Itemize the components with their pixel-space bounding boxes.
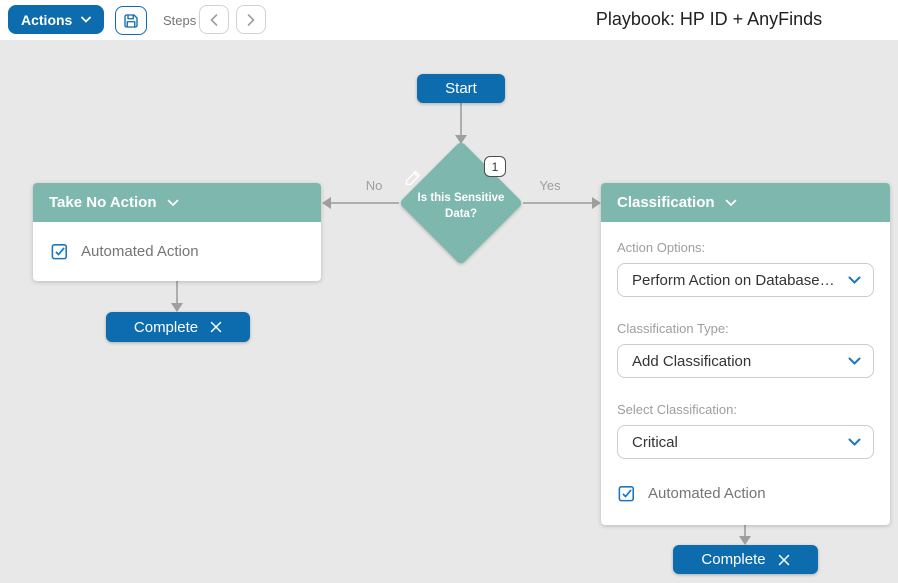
chevron-down-icon — [81, 16, 92, 23]
page-title: Playbook: HP ID + AnyFinds — [595, 9, 823, 29]
classification-body: Action Options: Perform Action on Databa… — [601, 222, 890, 525]
classification-card: Classification Action Options: Perform A… — [601, 183, 890, 525]
close-icon[interactable] — [778, 554, 790, 566]
checkbox-checked-icon — [617, 484, 636, 503]
close-icon[interactable] — [210, 321, 222, 333]
take-no-action-header[interactable]: Take No Action — [33, 183, 321, 222]
complete-label: Complete — [701, 551, 766, 568]
chevron-down-icon — [848, 276, 861, 285]
save-button[interactable] — [115, 6, 147, 35]
complete-label: Complete — [133, 318, 199, 336]
chevron-down-icon — [167, 199, 179, 207]
chevron-down-icon — [725, 199, 737, 207]
chevron-down-icon — [848, 357, 861, 366]
automated-action-label: Automated Action — [81, 243, 199, 260]
field-action-options: Action Options: Perform Action on Databa… — [617, 240, 874, 297]
flow-canvas: Start Is this Sensitive Data? 1 No Yes T… — [0, 40, 898, 583]
start-node[interactable]: Start — [417, 74, 505, 103]
classification-type-select[interactable]: Add Classification — [617, 344, 874, 378]
select-classification-value: Critical — [632, 433, 678, 451]
complete-button-no-branch[interactable]: Complete — [106, 312, 250, 342]
actions-button-label: Actions — [21, 11, 73, 28]
automated-action-checkbox[interactable]: Automated Action — [50, 242, 199, 261]
action-options-value: Perform Action on Database… — [632, 271, 835, 289]
automated-action-label-yes: Automated Action — [648, 484, 766, 502]
toolbar: Actions Steps Playbook: HP ID + AnyFinds — [0, 0, 898, 40]
chevron-left-icon — [210, 13, 218, 26]
steps-prev-button[interactable] — [199, 5, 229, 34]
save-icon — [122, 12, 140, 30]
field-select-classification: Select Classification: Critical — [617, 402, 874, 459]
select-classification-select[interactable]: Critical — [617, 425, 874, 459]
action-options-select[interactable]: Perform Action on Database… — [617, 263, 874, 297]
actions-button[interactable]: Actions — [8, 5, 105, 34]
complete-button-yes-branch[interactable]: Complete — [673, 545, 818, 574]
chevron-down-icon — [848, 438, 861, 447]
field-classification-type: Classification Type: Add Classification — [617, 321, 874, 378]
take-no-action-body: Automated Action — [33, 222, 321, 281]
classification-type-value: Add Classification — [632, 352, 752, 370]
classification-header[interactable]: Classification — [601, 183, 890, 222]
chevron-right-icon — [247, 13, 255, 26]
select-classification-label: Select Classification: — [617, 402, 737, 417]
automated-action-checkbox-yes[interactable]: Automated Action — [617, 483, 874, 503]
steps-next-button[interactable] — [236, 5, 266, 34]
action-options-label: Action Options: — [617, 240, 706, 255]
classification-title: Classification — [617, 194, 715, 211]
take-no-action-title: Take No Action — [49, 194, 157, 211]
step-number-badge: 1 — [484, 156, 506, 177]
take-no-action-card: Take No Action Automated Action — [33, 183, 321, 281]
edge-label-yes: Yes — [539, 178, 561, 193]
steps-label: Steps — [163, 13, 197, 28]
checkbox-checked-icon — [50, 242, 69, 261]
classification-type-label: Classification Type: — [617, 321, 729, 336]
edge-label-no: No — [365, 178, 383, 193]
